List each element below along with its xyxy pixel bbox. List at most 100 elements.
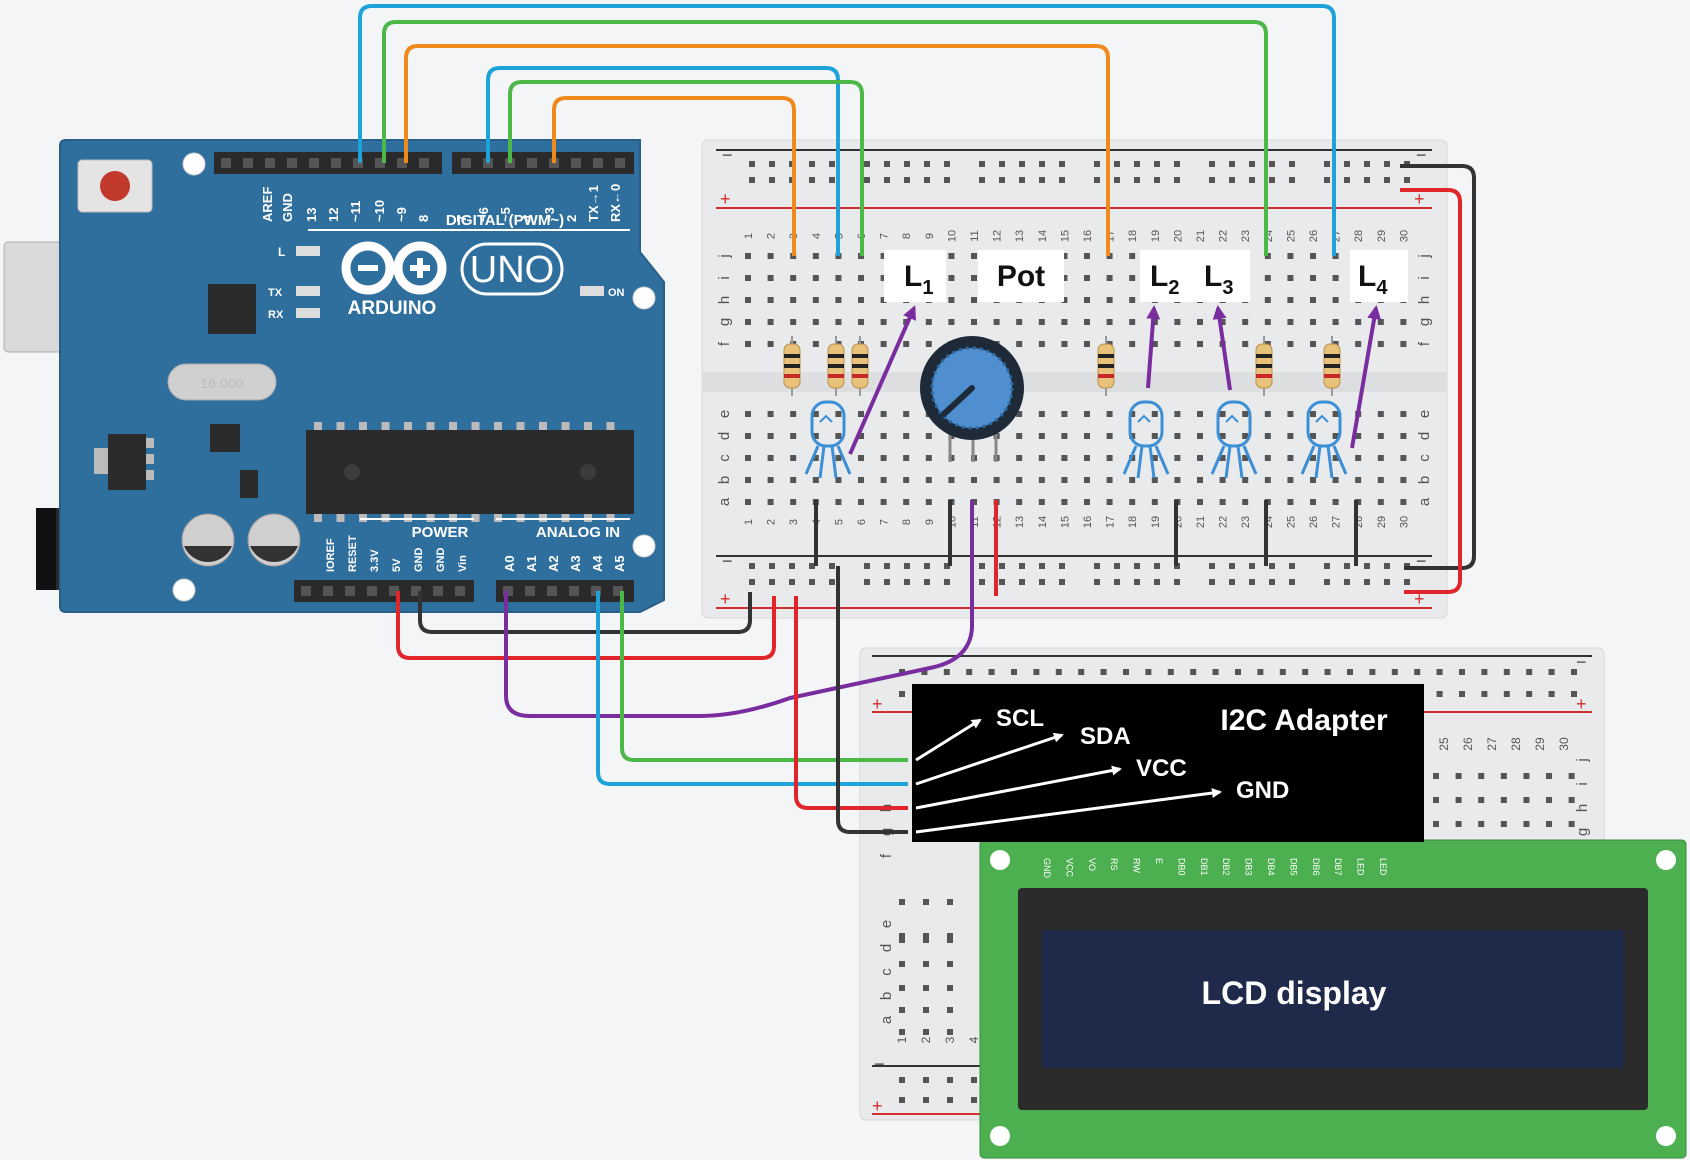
breadboard-hole	[925, 499, 932, 505]
breadboard-hole	[809, 563, 815, 569]
breadboard-hole	[1016, 433, 1023, 439]
breadboard-hole	[1084, 499, 1090, 505]
breadboard-hole	[1061, 341, 1068, 347]
column-number: 8	[901, 233, 913, 239]
breadboard-hole	[1384, 563, 1390, 569]
breadboard-hole	[1016, 477, 1023, 483]
mounting-hole	[172, 578, 196, 602]
breadboard-hole	[1546, 821, 1552, 827]
digital-pin-label: ~10	[372, 200, 387, 222]
breadboard-hole	[1310, 319, 1316, 325]
row-letter: c	[716, 454, 733, 462]
breadboard-hole	[1287, 477, 1294, 483]
breadboard-hole	[767, 499, 774, 505]
breadboard-hole	[1257, 669, 1264, 675]
power-pin-label: 3.3V	[369, 549, 381, 572]
breadboard-hole	[1310, 341, 1316, 347]
row-letter: j	[1574, 758, 1591, 762]
crystal-label: 16.000	[201, 375, 244, 391]
row-letter: h	[1574, 804, 1591, 812]
digital-pin-label: ~11	[348, 201, 363, 222]
breadboard-hole	[1106, 275, 1113, 281]
breadboard-hole	[1174, 433, 1181, 439]
breadboard-hole	[1151, 499, 1158, 505]
breadboard-hole	[1209, 579, 1215, 585]
column-number: 11	[969, 230, 981, 241]
header-pin-hole	[525, 586, 535, 596]
breadboard-hole	[1324, 161, 1330, 167]
breadboard-hole	[812, 411, 819, 417]
breadboard-hole	[790, 411, 797, 417]
label-l2: L2	[1150, 260, 1179, 299]
row-letter: f	[878, 853, 895, 858]
header-pin-hole	[243, 158, 253, 168]
header-pin-hole	[345, 586, 355, 596]
breadboard-hole	[948, 275, 955, 281]
column-number: 26	[1308, 516, 1320, 528]
wire-pin5-green	[508, 80, 864, 256]
header-pin-hole	[221, 158, 231, 168]
rail-plus-top-label: +	[720, 189, 731, 209]
breadboard-hole	[944, 177, 950, 183]
breadboard-hole	[880, 253, 887, 259]
breadboard-hole	[864, 563, 870, 569]
row-letter: e	[716, 410, 733, 418]
rail-minus-top-right-label: −	[1416, 145, 1427, 165]
breadboard-hole	[1377, 455, 1384, 461]
breadboard-hole	[979, 177, 985, 183]
breadboard-hole	[1061, 253, 1068, 259]
row-letter: h	[716, 296, 733, 304]
column-number: 3	[788, 519, 800, 525]
reset-button-cap[interactable]	[100, 171, 130, 201]
breadboard-hole	[1332, 297, 1339, 303]
breadboard-hole	[1129, 341, 1136, 347]
breadboard-hole	[1355, 455, 1362, 461]
column-number: 1	[895, 1036, 909, 1043]
breadboard-hole	[790, 319, 797, 325]
breadboard-hole	[1310, 253, 1316, 259]
row-letter: c	[1416, 454, 1433, 462]
breadboard-hole	[1011, 669, 1017, 675]
header-pin-hole	[265, 158, 275, 168]
breadboard-hole	[1129, 477, 1136, 483]
digital-pin-label: ~6	[476, 207, 491, 222]
breadboard-hole	[769, 579, 775, 585]
breadboard-hole	[767, 477, 774, 483]
breadboard-hole	[1019, 177, 1025, 183]
header-pin-hole	[547, 586, 557, 596]
breadboard-hole	[899, 1007, 905, 1013]
digital-pin-label: 2	[564, 215, 579, 222]
breadboard-hole	[1174, 161, 1180, 167]
header-pin-hole	[287, 158, 297, 168]
wire-rail-gnd-black	[1400, 164, 1476, 570]
breadboard-hole	[1269, 161, 1275, 167]
breadboard-hole	[1287, 499, 1294, 505]
breadboard-hole	[812, 433, 819, 439]
breadboard-hole	[899, 899, 905, 905]
column-number: 18	[1127, 516, 1139, 528]
mounting-hole	[182, 152, 206, 176]
breadboard-hole	[790, 477, 797, 483]
breadboard-hole	[1134, 177, 1140, 183]
lcd-pin-label: DB0	[1176, 858, 1186, 876]
breadboard-hole	[884, 579, 890, 585]
column-number: 1	[743, 519, 755, 525]
row-letter: g	[1574, 828, 1591, 836]
breadboard-hole	[971, 297, 977, 303]
column-number: 2	[766, 519, 778, 525]
breadboard-hole	[858, 477, 864, 483]
breadboard-hole	[1190, 669, 1197, 675]
breadboard-hole	[812, 253, 819, 259]
breadboard-hole	[943, 669, 950, 675]
breadboard-hole	[1369, 669, 1376, 675]
breadboard-hole	[1209, 563, 1215, 569]
breadboard-hole	[835, 275, 842, 281]
arduino-infinity-logo	[341, 241, 447, 295]
lcd-pin-label: DB3	[1244, 858, 1254, 876]
breadboard-hole	[993, 319, 1000, 325]
breadboard-hole	[745, 297, 751, 303]
header-pin-hole	[389, 586, 399, 596]
breadboard-hole	[864, 161, 870, 167]
breadboard-hole	[1478, 773, 1485, 779]
